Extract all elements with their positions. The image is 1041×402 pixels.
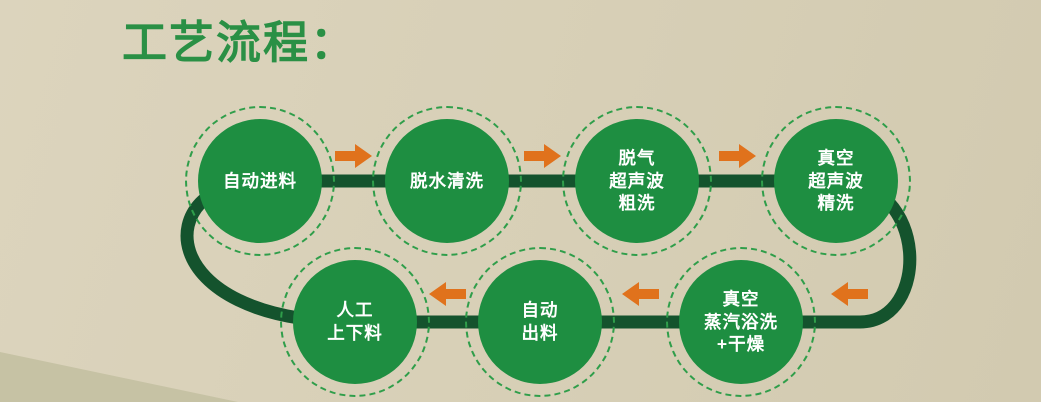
page-title: 工艺流程： (122, 17, 358, 68)
flow-node-label: 真空 蒸汽浴洗 +干燥 (704, 288, 778, 356)
flow-node-circle: 自动进料 (198, 119, 322, 243)
flow-node-circle: 自动 出料 (478, 260, 602, 384)
flow-node-auto-discharge: 自动 出料 (465, 247, 615, 397)
label-line: +干燥 (716, 334, 766, 355)
flow-node-circle: 脱气 超声波 粗洗 (575, 119, 699, 243)
label-line: 精洗 (817, 193, 855, 214)
label-line: 真空 (817, 147, 855, 168)
label-line: 自动进料 (223, 170, 297, 191)
arrow-left-icon (831, 282, 868, 306)
flow-node-vacuum-steam-bath-dry: 真空 蒸汽浴洗 +干燥 (666, 247, 816, 397)
arrow-right-icon (524, 144, 561, 168)
flow-node-circle: 真空 蒸汽浴洗 +干燥 (679, 260, 803, 384)
label-line: 脱气 (618, 147, 656, 168)
flow-node-auto-feed: 自动进料 (185, 106, 335, 256)
arrow-right-icon (335, 144, 372, 168)
label-line: 超声波 (609, 170, 665, 191)
flow-node-circle: 人工 上下料 (293, 260, 417, 384)
label-line: 粗洗 (618, 193, 656, 214)
flow-node-label: 人工 上下料 (327, 299, 383, 345)
flow-node-label: 真空 超声波 精洗 (808, 147, 864, 215)
flow-node-label: 脱水清洗 (410, 170, 484, 193)
flow-node-label: 自动 出料 (522, 299, 559, 345)
label-line: 脱水清洗 (410, 170, 484, 191)
flow-node-label: 自动进料 (223, 170, 297, 193)
arrow-left-icon (429, 282, 466, 306)
label-line: 出料 (521, 323, 559, 343)
label-line: 上下料 (327, 323, 383, 343)
arrow-left-icon (622, 282, 659, 306)
flow-node-vacuum-ultrasonic-fine: 真空 超声波 精洗 (761, 106, 911, 256)
corner-decoration (0, 352, 238, 402)
label-line: 真空 (722, 288, 760, 309)
flow-node-manual-load-unload: 人工 上下料 (280, 247, 430, 397)
label-line: 人工 (336, 300, 374, 321)
label-line: 自动 (521, 300, 559, 321)
flow-node-dewater-wash: 脱水清洗 (372, 106, 522, 256)
flow-node-circle: 真空 超声波 精洗 (774, 119, 898, 243)
flow-node-degas-ultrasonic-rough: 脱气 超声波 粗洗 (562, 106, 712, 256)
arrow-right-icon (719, 144, 756, 168)
flow-node-label: 脱气 超声波 粗洗 (609, 147, 665, 215)
label-line: 超声波 (808, 170, 864, 191)
flow-node-circle: 脱水清洗 (385, 119, 509, 243)
label-line: 蒸汽浴洗 (704, 311, 778, 332)
